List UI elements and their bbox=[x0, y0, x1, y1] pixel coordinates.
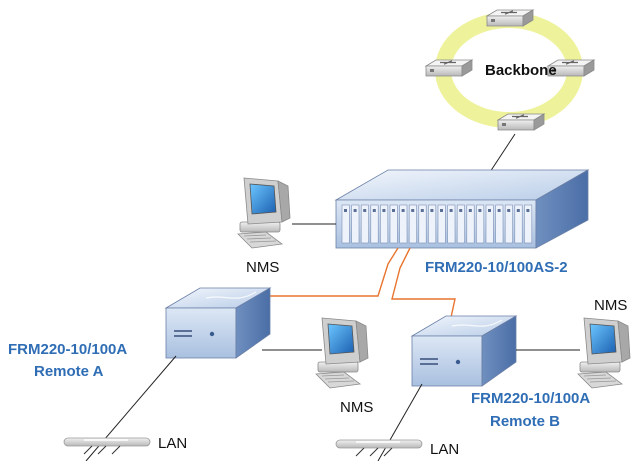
remote-b-model: FRM220-10/100A bbox=[471, 390, 590, 407]
nms-left-label: NMS bbox=[246, 259, 279, 276]
chassis-slot-led bbox=[411, 209, 415, 212]
chassis-slot bbox=[389, 204, 398, 244]
chassis-slot bbox=[370, 204, 379, 244]
chassis-slot bbox=[360, 204, 369, 244]
chassis-slot bbox=[524, 204, 533, 244]
chassis-slot-led bbox=[488, 209, 491, 212]
chassis-slot-led bbox=[430, 209, 434, 212]
chassis-slot bbox=[380, 204, 389, 244]
nms-right-label: NMS bbox=[594, 297, 627, 314]
backbone-uplink bbox=[489, 133, 516, 173]
chassis-slot-led bbox=[468, 209, 472, 212]
chassis-frm220 bbox=[334, 169, 590, 249]
chassis-slot bbox=[466, 204, 475, 244]
remote-a-name: Remote A bbox=[34, 363, 104, 380]
chassis-slot-led bbox=[497, 209, 501, 212]
chassis-slot-led bbox=[516, 209, 520, 212]
chassis-slot-led bbox=[392, 209, 395, 212]
chassis-slot-led bbox=[363, 209, 367, 212]
backbone-label: Backbone bbox=[485, 62, 557, 79]
chassis-slot-led bbox=[507, 209, 511, 212]
nms-right-computer-icon bbox=[577, 317, 631, 389]
chassis-slot-led bbox=[401, 209, 405, 212]
backbone-switch-bottom bbox=[497, 113, 545, 131]
chassis-slot bbox=[504, 204, 513, 244]
chassis-slot-led bbox=[478, 209, 482, 212]
chassis-slot bbox=[447, 204, 456, 244]
nms-left-computer-icon bbox=[237, 177, 291, 249]
chassis-slot bbox=[485, 204, 494, 244]
chassis-slot bbox=[351, 204, 360, 244]
chassis-slot bbox=[437, 204, 446, 244]
nms-mid-computer-icon bbox=[315, 317, 369, 389]
backbone-switch-left bbox=[425, 59, 473, 77]
chassis-slot bbox=[399, 204, 408, 244]
remote-a-device bbox=[165, 287, 271, 359]
lan-right-label: LAN bbox=[430, 441, 459, 458]
chassis-slot-led bbox=[420, 209, 424, 212]
chassis-slot bbox=[428, 204, 437, 244]
remote-a-model: FRM220-10/100A bbox=[8, 341, 127, 358]
chassis-slot-led bbox=[459, 209, 463, 212]
nms-mid-label: NMS bbox=[340, 399, 373, 416]
lan-right-cable-icon bbox=[335, 439, 423, 457]
chassis-label: FRM220-10/100AS-2 bbox=[425, 259, 568, 276]
lan-left-cable-icon bbox=[63, 437, 151, 455]
chassis-slot-led bbox=[344, 209, 347, 212]
chassis-slot bbox=[408, 204, 417, 244]
chassis-slot-led bbox=[440, 209, 443, 212]
chassis-slot bbox=[476, 204, 485, 244]
chassis-slot bbox=[514, 204, 523, 244]
backbone-switch-top bbox=[486, 9, 534, 27]
chassis-slot bbox=[341, 204, 350, 244]
chassis-slot bbox=[456, 204, 465, 244]
chassis-slot-led bbox=[449, 209, 453, 212]
lan-left-label: LAN bbox=[158, 435, 187, 452]
remote-b-device bbox=[411, 315, 517, 387]
remote-b-lan-link bbox=[377, 383, 423, 461]
chassis-slot bbox=[495, 204, 504, 244]
chassis-slot-led bbox=[382, 209, 386, 212]
chassis-slot-led bbox=[526, 209, 530, 212]
chassis-slot-led bbox=[353, 209, 357, 212]
chassis-slot-led bbox=[372, 209, 376, 212]
chassis-slot bbox=[418, 204, 427, 244]
remote-b-name: Remote B bbox=[490, 413, 560, 430]
